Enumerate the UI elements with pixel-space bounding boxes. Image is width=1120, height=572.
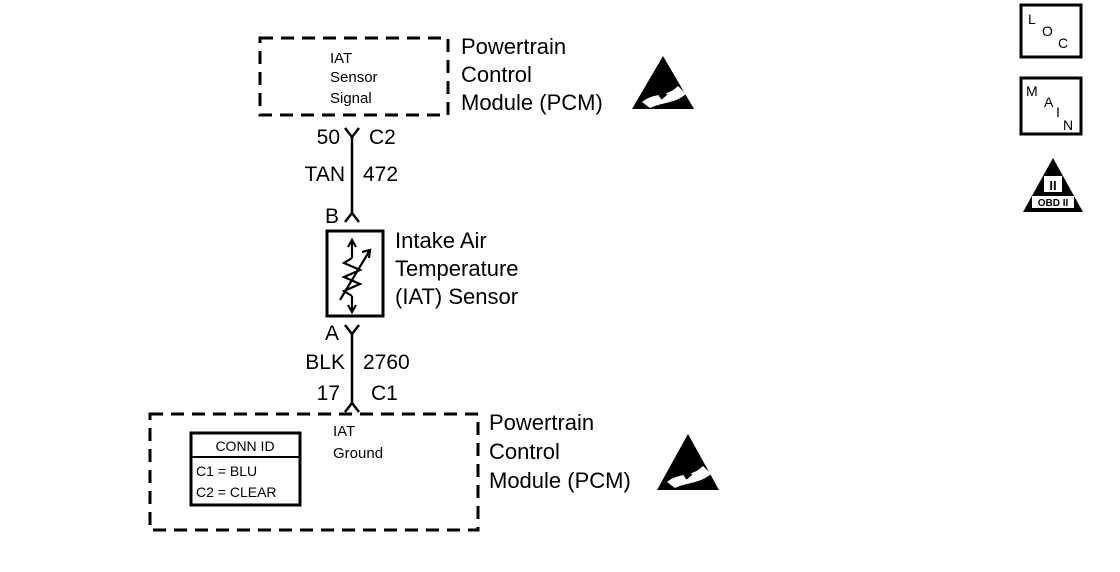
top-signal-line-2: Sensor bbox=[330, 69, 378, 86]
main-letter-4: N bbox=[1063, 117, 1073, 133]
bottom-ground-line-1: IAT bbox=[333, 423, 355, 440]
loc-letter-2: O bbox=[1042, 23, 1053, 39]
top-pcm-module: IAT Sensor Signal Powertrain Control Mod… bbox=[258, 34, 603, 117]
terminal-a-pin bbox=[344, 324, 360, 337]
conn-id-row-1: C1 = BLU bbox=[196, 463, 257, 479]
top-module-name-line-1: Powertrain bbox=[461, 34, 566, 59]
bottom-connector: 17 C1 bbox=[317, 382, 398, 413]
bottom-module-name-line-1: Powertrain bbox=[489, 410, 594, 435]
top-signal-line-1: IAT bbox=[330, 50, 352, 67]
top-wire-circuit: 472 bbox=[363, 163, 398, 186]
terminal-a-label: A bbox=[325, 322, 339, 345]
main-letter-3: I bbox=[1056, 104, 1060, 120]
bottom-pcm-module: IAT Ground Powertrain Control Module (PC… bbox=[148, 410, 631, 532]
conn-id-row-2: C2 = CLEAR bbox=[196, 484, 277, 500]
top-wire-color: TAN bbox=[305, 163, 345, 186]
top-connector-pin: 50 bbox=[317, 126, 340, 149]
top-connector-id: C2 bbox=[369, 126, 396, 149]
bottom-connector-id: C1 bbox=[371, 382, 398, 405]
main-letter-2: A bbox=[1044, 94, 1054, 110]
bottom-wire-color: BLK bbox=[305, 351, 345, 374]
main-icon[interactable]: M A I N bbox=[1019, 76, 1083, 136]
top-signal-line-3: Signal bbox=[330, 90, 372, 107]
esd-warning-icon bbox=[632, 56, 694, 109]
top-module-name-line-3: Module (PCM) bbox=[461, 90, 603, 115]
terminal-b-label: B bbox=[325, 205, 339, 228]
obd-label: OBD II bbox=[1038, 198, 1069, 209]
sensor-name-line-3: (IAT) Sensor bbox=[395, 284, 518, 309]
obd-numeral: II bbox=[1049, 178, 1056, 193]
sensor-box bbox=[325, 229, 385, 318]
bottom-module-name-line-2: Control bbox=[489, 439, 560, 464]
top-module-name-line-2: Control bbox=[461, 62, 532, 87]
sensor-name-line-2: Temperature bbox=[395, 256, 519, 281]
loc-letter-1: L bbox=[1028, 11, 1036, 27]
bottom-pcm-dashed-box bbox=[148, 412, 480, 532]
bottom-wire-circuit: 2760 bbox=[363, 351, 410, 374]
iat-sensor: Intake Air Temperature (IAT) Sensor bbox=[325, 228, 519, 318]
loc-letter-3: C bbox=[1058, 35, 1068, 51]
thermistor-icon bbox=[339, 237, 372, 315]
top-connector: 50 C2 bbox=[317, 126, 396, 149]
obd-ii-icon[interactable]: II OBD II bbox=[1023, 158, 1083, 212]
bottom-ground-line-2: Ground bbox=[333, 445, 383, 462]
esd-warning-icon-bottom bbox=[657, 434, 719, 490]
conn-id-table: CONN ID C1 = BLU C2 = CLEAR bbox=[189, 431, 302, 507]
conn-id-title: CONN ID bbox=[215, 438, 274, 454]
terminal-b-pin bbox=[344, 210, 360, 223]
bottom-module-name-line-3: Module (PCM) bbox=[489, 468, 631, 493]
bottom-connector-pin: 17 bbox=[317, 382, 340, 405]
sensor-name-line-1: Intake Air bbox=[395, 228, 487, 253]
loc-icon[interactable]: L O C bbox=[1019, 3, 1083, 59]
main-letter-1: M bbox=[1026, 83, 1038, 99]
top-pcm-dashed-box bbox=[258, 36, 450, 117]
